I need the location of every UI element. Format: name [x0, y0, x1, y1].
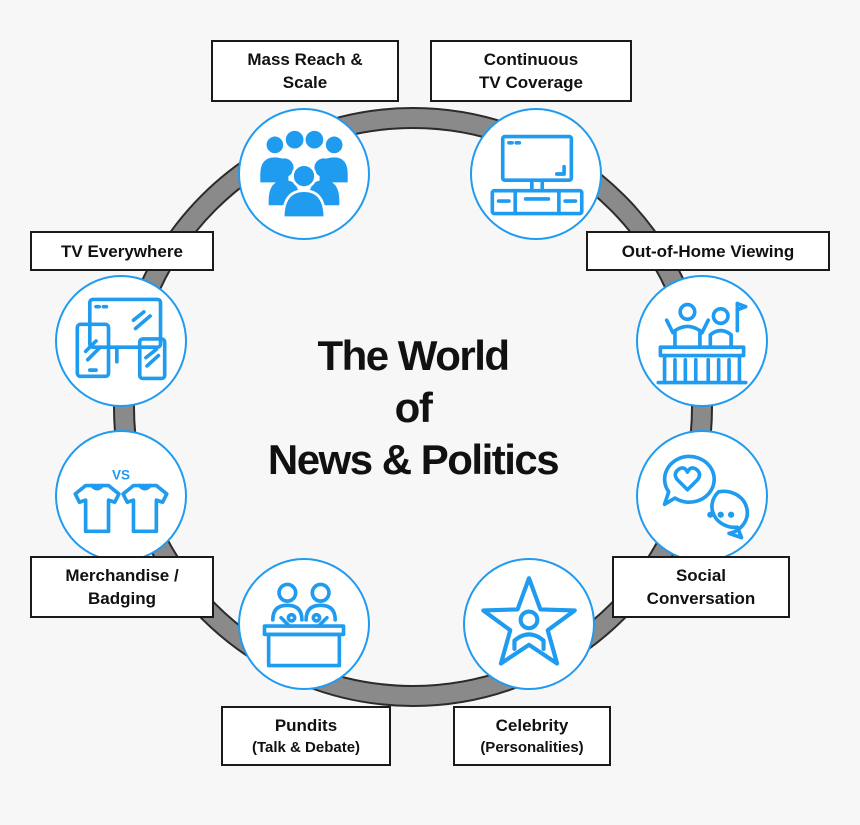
debate-desk-icon	[262, 582, 346, 668]
node-celebrity	[463, 558, 595, 690]
label-pundits: Pundits (Talk & Debate)	[221, 706, 391, 766]
label-mass-reach: Mass Reach & Scale	[211, 40, 399, 102]
node-tv-coverage	[470, 108, 602, 240]
label-line: TV Everywhere	[61, 241, 183, 261]
chat-heart-icon	[662, 454, 750, 540]
label-out-of-home: Out-of-Home Viewing	[586, 231, 830, 271]
jerseys-vs-icon: VS	[73, 467, 169, 534]
label-sub: (Talk & Debate)	[251, 739, 361, 756]
label-line: Merchandise /	[65, 566, 179, 585]
node-out-of-home	[636, 275, 768, 407]
label-line: Out-of-Home Viewing	[621, 241, 795, 261]
title-line-2: of	[394, 384, 433, 431]
label-line: Badging	[88, 589, 156, 608]
label-celebrity: Celebrity (Personalities)	[453, 706, 611, 766]
title-line-3: News & Politics	[267, 436, 560, 483]
vs-text: VS	[112, 467, 130, 482]
label-line: Pundits	[274, 716, 338, 735]
label-line: TV Coverage	[479, 73, 583, 92]
tv-stand-icon	[490, 134, 584, 216]
label-line: Continuous	[483, 50, 579, 69]
star-person-icon	[481, 576, 577, 666]
crowd-icon	[260, 130, 348, 219]
node-social	[636, 430, 768, 562]
label-sub: (Personalities)	[480, 739, 584, 756]
label-line: Celebrity	[495, 716, 569, 735]
node-pundits	[238, 558, 370, 690]
label-line: Mass Reach &	[247, 50, 363, 69]
label-line: Conversation	[646, 589, 756, 608]
devices-icon	[75, 297, 167, 381]
label-line: Social	[675, 566, 727, 585]
node-merchandise: VS	[55, 430, 187, 562]
node-mass-reach	[238, 108, 370, 240]
label-social: Social Conversation	[612, 556, 790, 618]
node-tv-everywhere	[55, 275, 187, 407]
title-line-1: The World	[317, 332, 510, 379]
bar-crowd-icon	[656, 301, 748, 385]
label-tv-coverage: Continuous TV Coverage	[430, 40, 632, 102]
label-tv-everywhere: TV Everywhere	[30, 231, 214, 271]
diagram-title: The World of News & Politics	[238, 330, 588, 486]
label-merchandise: Merchandise / Badging	[30, 556, 214, 618]
label-line: Scale	[282, 73, 328, 92]
